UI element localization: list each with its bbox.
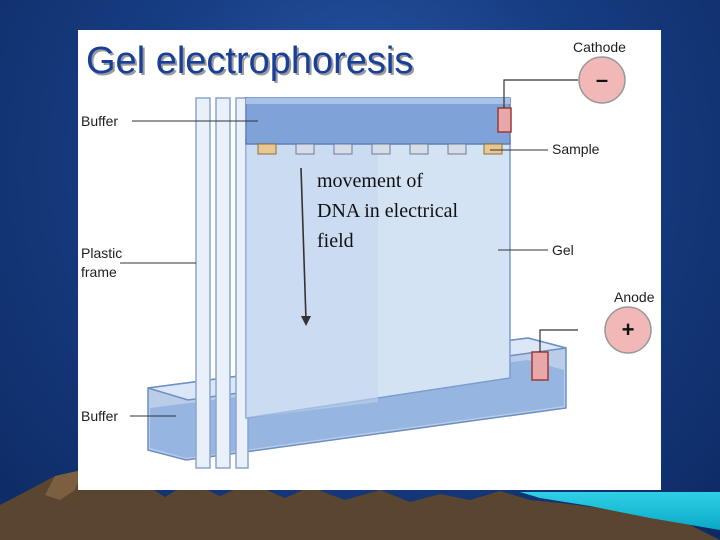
annotation-line-2: DNA in electrical	[317, 200, 459, 222]
buffer-bottom-label: Buffer	[81, 408, 119, 424]
slide-panel: Gel electrophoresis Cathode – Buffer Sam…	[78, 30, 661, 490]
anode-label: Anode	[614, 289, 655, 305]
plastic-frame-plate-2	[215, 97, 231, 469]
cathode-label: Cathode	[573, 39, 626, 55]
anode-electrode	[531, 351, 549, 381]
sample-well	[295, 143, 315, 155]
anode-sign: +	[621, 317, 635, 342]
plastic-frame-label-line1: Plastic	[81, 245, 123, 261]
cathode-terminal	[578, 56, 626, 104]
dna-movement-annotation: movement of DNA in electrical field	[317, 166, 458, 256]
sample-well	[333, 143, 353, 155]
slide-title: Gel electrophoresis	[86, 40, 414, 82]
dna-movement-arrow	[300, 167, 307, 321]
annotation-line-3: field	[317, 230, 354, 252]
buffer-top-label: Buffer	[81, 113, 119, 129]
sample-well	[483, 143, 503, 155]
sample-label: Sample	[552, 141, 600, 157]
anode-wire	[539, 329, 578, 352]
cathode-electrode	[497, 107, 512, 133]
sample-well	[257, 143, 277, 155]
sample-wells	[257, 143, 503, 155]
plastic-frame-label-line2: frame	[81, 264, 117, 280]
top-buffer-chamber	[245, 97, 511, 145]
sample-well	[447, 143, 467, 155]
plastic-frame-plate-1	[195, 97, 211, 469]
sample-well	[371, 143, 391, 155]
mountain-range	[0, 470, 720, 540]
cathode-wire	[503, 79, 578, 108]
cathode-sign: –	[595, 67, 609, 92]
electrophoresis-diagram	[120, 56, 652, 469]
gel-label: Gel	[552, 242, 574, 258]
sea	[520, 492, 720, 530]
anode-terminal	[604, 306, 652, 354]
top-buffer-highlight	[246, 98, 510, 104]
plastic-frame-label: Plastic frame	[81, 244, 122, 282]
sample-well	[409, 143, 429, 155]
dna-movement-arrowhead	[301, 316, 311, 326]
mountain-highlight	[45, 470, 82, 500]
gel-slab-shade	[246, 140, 378, 418]
annotation-line-1: movement of	[317, 170, 424, 192]
